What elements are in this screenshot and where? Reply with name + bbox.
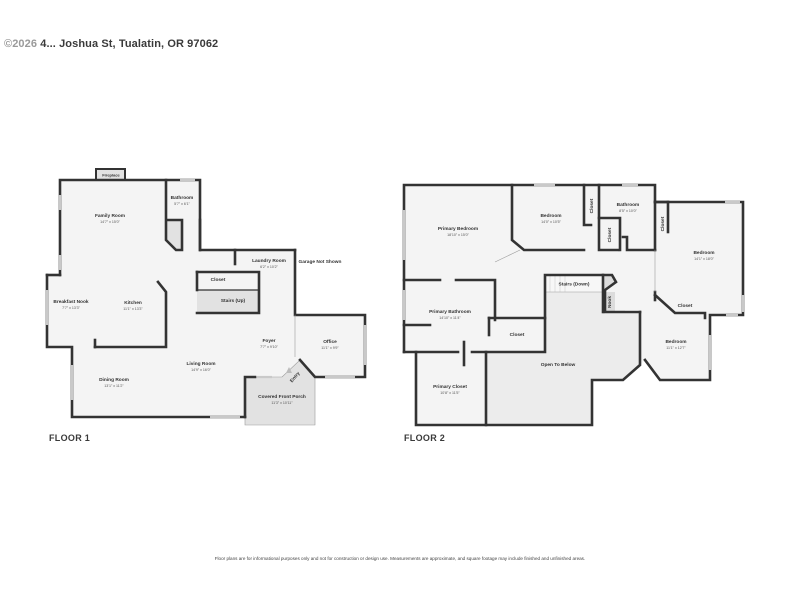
svg-text:11'1" x 12'7": 11'1" x 12'7": [666, 346, 686, 350]
floor-1-plan: Fireplace Family Room 14'7" x 15'0" Bath…: [45, 168, 367, 426]
address-text: 4... Joshua St, Tualatin, OR 97062: [40, 38, 219, 50]
room-label-closet-5: Closet: [678, 303, 693, 309]
svg-text:10'8" x 11'5": 10'8" x 11'5": [440, 391, 460, 395]
room-label-family-room: Family Room: [95, 213, 125, 219]
room-label-office: Office: [323, 339, 337, 345]
room-label-bathroom: Bathroom: [171, 195, 194, 201]
room-label-closet: Closet: [211, 277, 226, 283]
room-label-bedroom-2: Bedroom: [693, 250, 714, 256]
svg-text:6'2" x 10'2": 6'2" x 10'2": [260, 265, 278, 269]
room-label-covered-porch: Covered Front Porch: [258, 394, 306, 400]
room-label-primary-closet: Primary Closet: [433, 384, 467, 390]
svg-text:11'1" x 13'3": 11'1" x 13'3": [123, 307, 143, 311]
floor-2-plan: Primary Bedroom 18'10" x 15'0" Bedroom 1…: [402, 183, 745, 427]
room-label-stairs-down: Stairs (Down): [559, 282, 590, 288]
disclaimer-text: Floor plans are for informational purpos…: [214, 556, 586, 561]
room-label-garage: Garage Not Shown: [299, 259, 342, 265]
svg-text:14'9" x 16'0": 14'9" x 16'0": [191, 368, 211, 372]
room-label-bathroom-2: Bathroom: [617, 202, 640, 208]
svg-text:14'10" x 11'4": 14'10" x 11'4": [439, 316, 461, 320]
room-label-closet-2: Closet: [607, 227, 613, 242]
room-label-breakfast-nook: Breakfast Nook: [53, 299, 89, 305]
svg-text:11'1" x 9'9": 11'1" x 9'9": [321, 346, 339, 350]
floor-1-label: FLOOR 1: [49, 433, 91, 443]
entry-arrow-icon: [286, 367, 292, 373]
room-label-fireplace: Fireplace: [102, 173, 120, 178]
room-label-bedroom-3: Bedroom: [665, 339, 686, 345]
svg-text:14'1" x 18'0": 14'1" x 18'0": [694, 257, 714, 261]
svg-text:14'7" x 15'0": 14'7" x 15'0": [100, 220, 120, 224]
room-label-closet-3: Closet: [660, 216, 666, 231]
room-label-open-to-below: Open To Below: [541, 362, 576, 368]
room-label-primary-bedroom: Primary Bedroom: [438, 226, 478, 232]
room-label-dining-room: Dining Room: [99, 377, 129, 383]
svg-text:14'0" x 10'5": 14'0" x 10'5": [541, 220, 561, 224]
room-label-nook: Nook: [607, 296, 613, 308]
svg-text:11'3" x 10'11": 11'3" x 10'11": [271, 401, 293, 405]
svg-text:7'7" x 13'3": 7'7" x 13'3": [62, 306, 80, 310]
floor-2-label: FLOOR 2: [404, 433, 446, 443]
room-label-kitchen: Kitchen: [124, 300, 142, 306]
svg-text:7'7" x 9'10": 7'7" x 9'10": [260, 345, 278, 349]
room-label-laundry: Laundry Room: [252, 258, 286, 264]
room-label-bedroom-1: Bedroom: [540, 213, 561, 219]
listing-address: ©2026 4... Joshua St, Tualatin, OR 97062: [4, 38, 218, 50]
copyright-watermark: ©2026: [4, 38, 38, 50]
room-label-closet-4: Closet: [510, 332, 525, 338]
room-label-foyer: Foyer: [262, 338, 275, 344]
room-label-closet-1: Closet: [589, 198, 595, 213]
svg-text:13'1" x 11'2": 13'1" x 11'2": [104, 384, 124, 388]
room-label-primary-bathroom: Primary Bathroom: [429, 309, 471, 315]
svg-text:18'10" x 15'0": 18'10" x 15'0": [447, 233, 469, 237]
svg-text:8'5" x 10'0": 8'5" x 10'0": [619, 209, 637, 213]
svg-text:5'7" x 6'1": 5'7" x 6'1": [174, 202, 190, 206]
room-label-stairs-up: Stairs (Up): [221, 298, 246, 304]
room-label-living-room: Living Room: [186, 361, 215, 367]
